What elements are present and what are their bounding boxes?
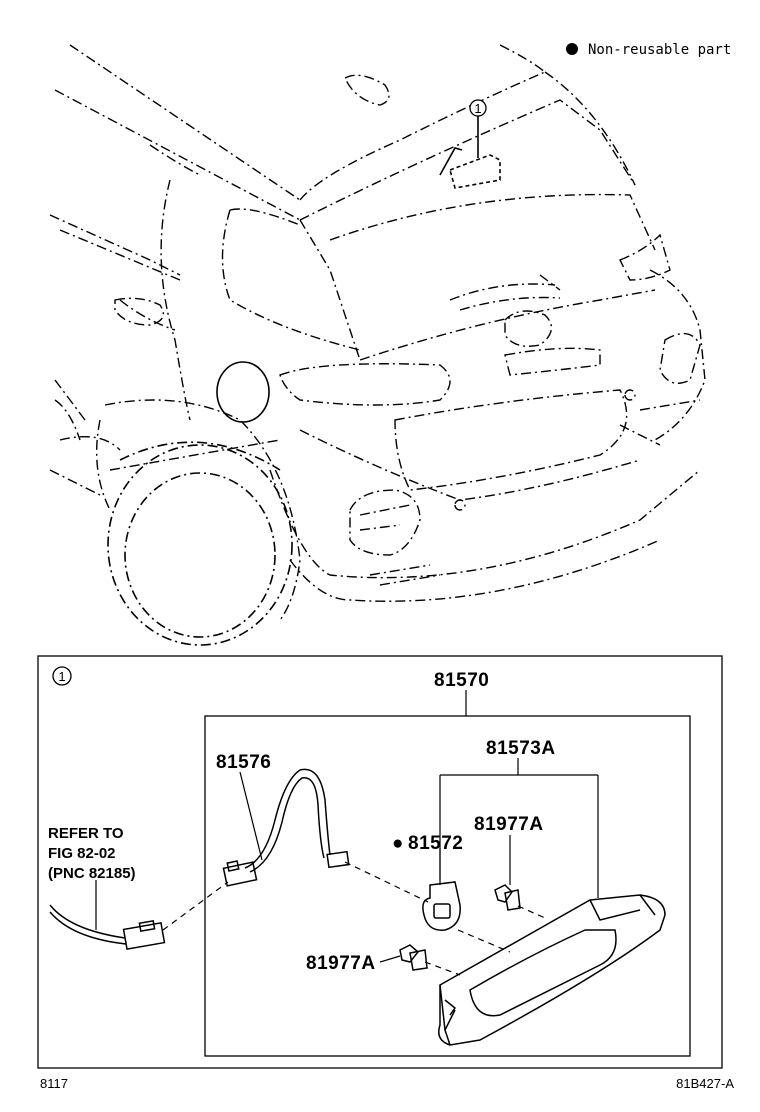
clip-lower-link-line [424, 961, 461, 976]
reference-line-2: FIG 82-02 [48, 845, 116, 862]
nonreusable-marker: ● [392, 833, 404, 854]
assembly-box [204, 690, 691, 1057]
body-details [114, 74, 636, 511]
harness-number: 81576 [216, 752, 271, 773]
vehicle-illustration [49, 44, 706, 646]
clip-lower-number: 81977A [306, 953, 376, 974]
legend: Non-reusable part [566, 42, 731, 58]
rear-wheel [107, 441, 293, 646]
roof-outline [49, 44, 706, 621]
nonreusable-dot-icon [566, 43, 578, 55]
legend-text: Non-reusable part [588, 42, 731, 58]
gasket-number: 81572 [408, 833, 463, 854]
clip-upper-part [494, 884, 521, 911]
external-connector [49, 904, 166, 951]
detail-box-marker: 1 [58, 669, 65, 684]
svg-text:1: 1 [474, 101, 481, 116]
reference-note: REFER TO FIG 82-02 (PNC 82185) [48, 825, 136, 882]
connector-link-line [162, 881, 229, 931]
clip-upper-link-line [517, 905, 546, 919]
vehicle-detail-callout: 1 [469, 99, 487, 117]
wire-harness [222, 768, 350, 887]
assembly-number: 81570 [434, 670, 489, 691]
harness-link-line [344, 861, 429, 903]
reference-line-3: (PNC 82185) [48, 865, 136, 882]
figure-code: 81B427-A [676, 1076, 734, 1091]
stop-lamp-assembly [438, 894, 666, 1046]
detail-box: 1 [37, 655, 723, 1069]
gasket-part [422, 881, 461, 931]
clip-upper-number: 81977A [474, 814, 544, 835]
clip-lower-part [399, 944, 428, 971]
page-number: 8117 [40, 1076, 68, 1091]
reference-line-1: REFER TO [48, 825, 124, 842]
stop-lamp-location [439, 115, 501, 189]
gasket-link-line [457, 929, 511, 953]
subassembly-number: 81573A [486, 738, 556, 759]
